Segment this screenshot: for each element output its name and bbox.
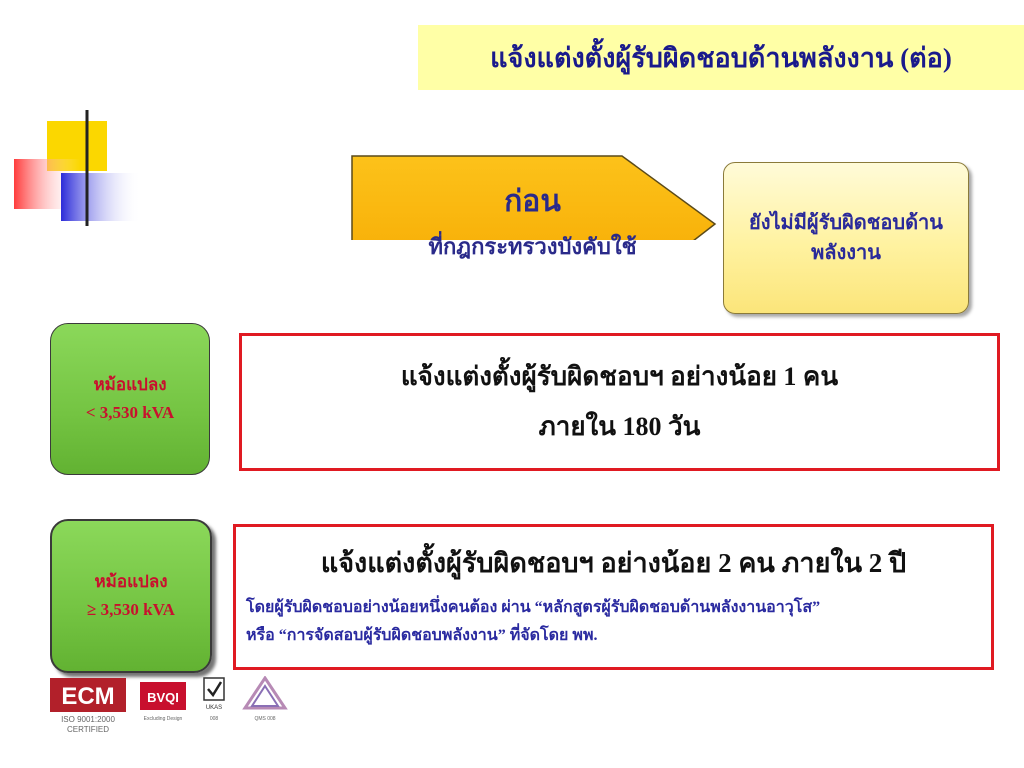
- slide-title: แจ้งแต่งตั้งผู้รับผิดชอบด้านพลังงาน (ต่อ…: [490, 43, 952, 73]
- requirement-box-small: แจ้งแต่งตั้งผู้รับผิดชอบฯ อย่างน้อย 1 คน…: [239, 333, 1000, 471]
- requirement-line-1: แจ้งแต่งตั้งผู้รับผิดชอบฯ อย่างน้อย 1 คน: [400, 362, 839, 391]
- slide-title-banner: แจ้งแต่งตั้งผู้รับผิดชอบด้านพลังงาน (ต่อ…: [418, 25, 1024, 90]
- ukas-sub-text: 008: [210, 716, 219, 722]
- ecm-iso-text: ISO 9001:2000: [61, 715, 115, 724]
- requirement-detail: โดยผู้รับผิดชอบอย่างน้อยหนึ่งคนต้อง ผ่าน…: [246, 594, 991, 650]
- requirement-heading: แจ้งแต่งตั้งผู้รับผิดชอบฯ อย่างน้อย 2 คน…: [320, 548, 907, 578]
- transformer-condition-small: หม้อแปลง < 3,530 kVA: [50, 323, 210, 475]
- qms-sub-text: QMS 008: [254, 716, 275, 722]
- ecm-certification-logo: ECM ISO 9001:2000 CERTIFIED: [50, 678, 126, 734]
- condition-label: หม้อแปลง: [93, 375, 167, 394]
- ecm-certified-text: CERTIFIED: [67, 725, 109, 734]
- decorative-header-graphic: [14, 110, 780, 240]
- ecm-logo-text: ECM: [61, 683, 114, 710]
- condition-value: ≥ 3,530 kVA: [87, 600, 175, 619]
- bvqi-logo-text: BVQI: [147, 690, 179, 705]
- qms-certification-logo: QMS 008: [242, 676, 288, 722]
- transformer-condition-large: หม้อแปลง ≥ 3,530 kVA: [50, 519, 212, 673]
- before-subheading: ที่กฎกระทรวงบังคับใช้: [428, 234, 637, 259]
- blue-square: [61, 173, 141, 221]
- requirement-detail-line-1: โดยผู้รับผิดชอบอย่างน้อยหนึ่งคนต้อง ผ่าน…: [246, 599, 821, 616]
- ukas-logo-text: UKAS: [206, 705, 222, 711]
- requirement-line-2: ภายใน 180 วัน: [538, 412, 701, 441]
- status-text: ยังไม่มีผู้รับผิดชอบด้านพลังงาน: [749, 212, 943, 264]
- bvqi-certification-logo: BVQI Excluding Design: [140, 682, 186, 722]
- ukas-certification-logo: UKAS 008: [203, 677, 225, 722]
- requirement-box-large: แจ้งแต่งตั้งผู้รับผิดชอบฯ อย่างน้อย 2 คน…: [233, 524, 994, 670]
- bvqi-sub-text: Excluding Design: [144, 716, 183, 722]
- status-box: ยังไม่มีผู้รับผิดชอบด้านพลังงาน: [723, 162, 969, 314]
- before-arrow-text: ก่อน ที่กฎกระทรวงบังคับใช้: [355, 185, 710, 264]
- requirement-detail-line-2: หรือ “การจัดสอบผู้รับผิดชอบพลังงาน” ที่จ…: [246, 627, 598, 644]
- condition-value: < 3,530 kVA: [85, 403, 175, 422]
- before-arrow-shape: [351, 155, 717, 240]
- before-heading: ก่อน: [504, 185, 561, 218]
- condition-label: หม้อแปลง: [94, 572, 168, 591]
